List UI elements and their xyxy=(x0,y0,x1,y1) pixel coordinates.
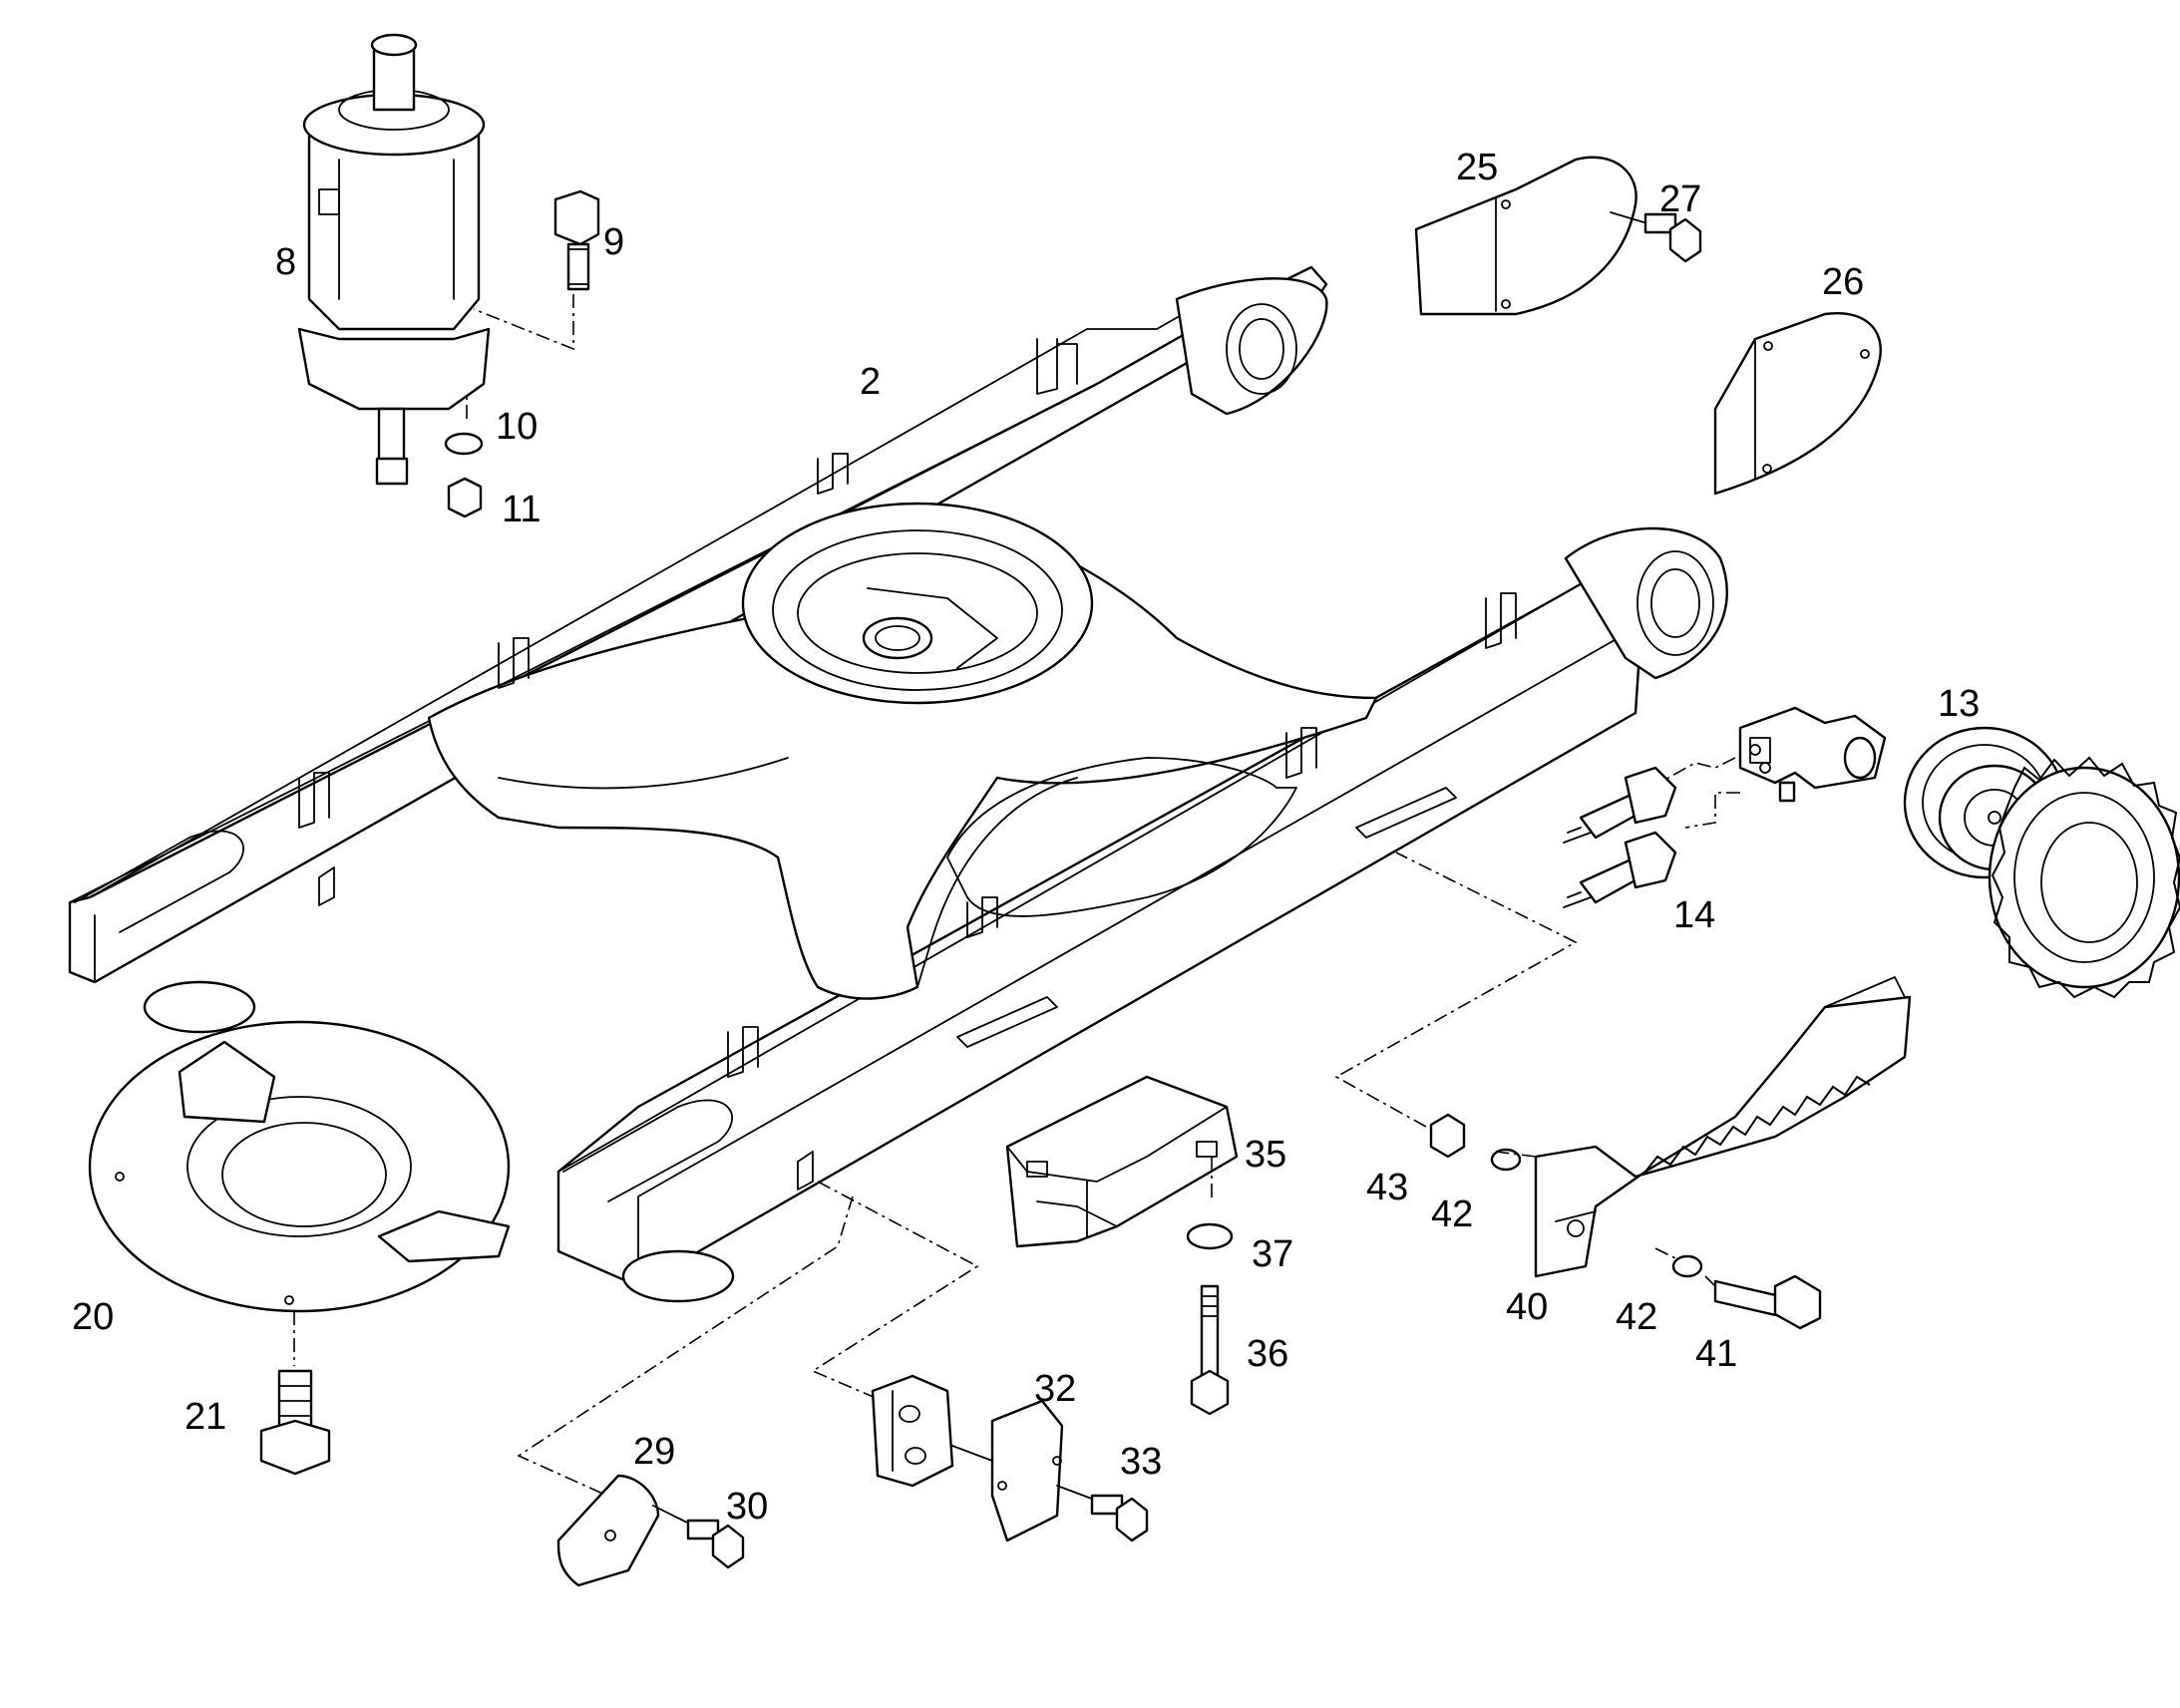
track-guard-40 xyxy=(1534,976,1912,1278)
hose-fitting-14a xyxy=(1563,766,1677,844)
callout-36: 36 xyxy=(1247,1333,1288,1375)
callout-32: 32 xyxy=(1034,1368,1076,1410)
cover-plate-29 xyxy=(556,1474,660,1587)
callout-14: 14 xyxy=(1673,894,1715,936)
washer-42b xyxy=(1671,1254,1703,1278)
callout-8: 8 xyxy=(275,241,296,283)
washer-37 xyxy=(1186,1222,1234,1250)
callout-10: 10 xyxy=(496,406,538,448)
bolt-36 xyxy=(1190,1284,1230,1416)
callout-11: 11 xyxy=(502,489,541,530)
washer-42a xyxy=(1490,1148,1522,1172)
hose-fitting-14b xyxy=(1563,831,1677,908)
nut-43 xyxy=(1429,1113,1466,1159)
callout-40: 40 xyxy=(1506,1286,1548,1328)
callout-2: 2 xyxy=(860,361,881,403)
callout-30: 30 xyxy=(726,1486,768,1528)
bolt-41 xyxy=(1713,1274,1822,1330)
callout-21: 21 xyxy=(184,1396,226,1438)
hydraulic-fitting-block xyxy=(1738,706,1887,803)
callout-33: 33 xyxy=(1120,1441,1162,1483)
callout-43: 43 xyxy=(1366,1167,1408,1208)
mounting-block-32 xyxy=(871,1374,954,1488)
bottom-plate-20 xyxy=(88,1020,511,1313)
callout-42a: 42 xyxy=(1431,1194,1473,1235)
callout-29: 29 xyxy=(633,1431,675,1473)
bolt-30 xyxy=(686,1519,745,1569)
cover-plate-25 xyxy=(1414,156,1637,316)
callout-9: 9 xyxy=(603,221,624,263)
callout-13: 13 xyxy=(1938,683,1980,725)
cover-plate-26 xyxy=(1713,312,1882,496)
cover-plate-32 xyxy=(990,1399,1064,1542)
nut-11 xyxy=(447,477,483,518)
undercarriage-frame xyxy=(68,265,1728,1303)
bolt-27 xyxy=(1610,211,1702,263)
callout-35: 35 xyxy=(1245,1134,1286,1176)
bolt-21 xyxy=(259,1369,331,1476)
callout-27: 27 xyxy=(1659,178,1701,220)
callout-20: 20 xyxy=(72,1296,114,1338)
callout-41: 41 xyxy=(1695,1333,1737,1375)
callout-37: 37 xyxy=(1252,1233,1293,1275)
track-roller-guide-35 xyxy=(1005,1075,1239,1248)
callout-25: 25 xyxy=(1456,147,1498,188)
callout-26: 26 xyxy=(1822,261,1864,303)
callout-42b: 42 xyxy=(1616,1296,1657,1338)
bolt-33 xyxy=(1090,1494,1149,1542)
washer-10 xyxy=(444,432,484,456)
bolt-9 xyxy=(553,189,600,291)
drive-sprocket xyxy=(1988,756,2180,999)
swivel-joint xyxy=(297,33,491,486)
